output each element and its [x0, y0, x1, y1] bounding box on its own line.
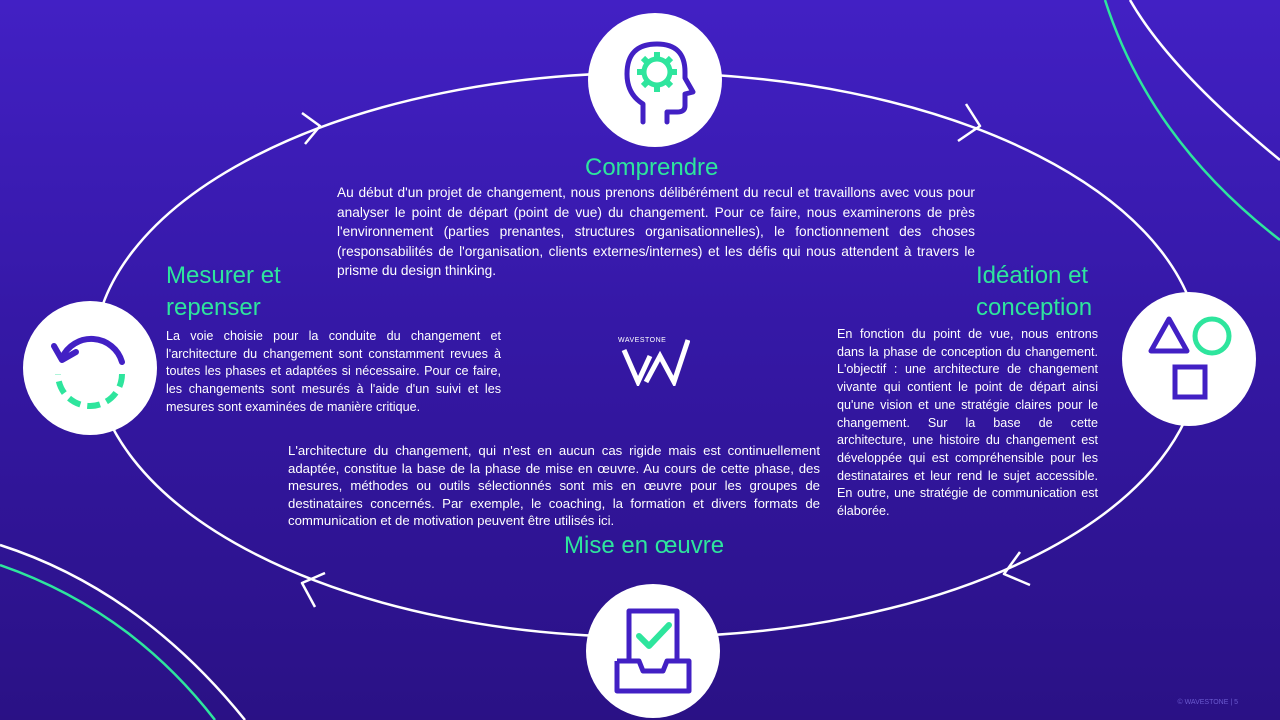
phase-title-mesurer-line2: repenser — [166, 294, 261, 321]
footer-copyright: © WAVESTONE | 5 — [1177, 699, 1238, 706]
wavestone-logo-icon — [621, 339, 690, 386]
phase-title-ideation-line2: conception — [976, 294, 1093, 321]
decorative-curve-top-right-green — [1103, 0, 1280, 241]
node-mesurer — [23, 301, 157, 435]
decorative-curve-bottom-left-green — [0, 563, 216, 720]
decorative-curve-bottom-left-white — [0, 543, 246, 720]
wavestone-logo-text: WAVESTONE — [618, 337, 667, 344]
shapes-icon — [1148, 316, 1232, 400]
phase-text-comprendre: Au début d'un projet de changement, nous… — [337, 185, 975, 279]
arrow-top-left-icon — [301, 111, 322, 145]
cycle-arrow-icon — [51, 335, 125, 409]
node-ideation — [1122, 292, 1256, 426]
phase-title-mise-en-oeuvre: Mise en œuvre — [564, 532, 725, 559]
phase-title-mesurer-line1: Mesurer et — [166, 262, 281, 289]
arrow-top-right-icon — [957, 103, 982, 143]
arrow-bottom-left-icon — [300, 571, 326, 608]
inbox-check-icon — [614, 608, 692, 694]
phase-text-ideation: En fonction du point de vue, nous entron… — [837, 327, 1098, 519]
phase-title-ideation-line1: Idéation et — [976, 262, 1089, 289]
node-comprendre — [588, 13, 722, 147]
phase-text-mesurer: La voie choisie pour la conduite du chan… — [166, 329, 501, 414]
head-gear-icon — [624, 41, 696, 125]
phase-title-comprendre: Comprendre — [585, 154, 719, 181]
phase-text-mise-en-oeuvre: L'architecture du changement, qui n'est … — [288, 443, 820, 529]
decorative-curve-top-right-white — [1128, 0, 1280, 161]
node-mise-en-oeuvre — [586, 584, 720, 718]
arrow-bottom-right-icon — [1002, 551, 1031, 587]
